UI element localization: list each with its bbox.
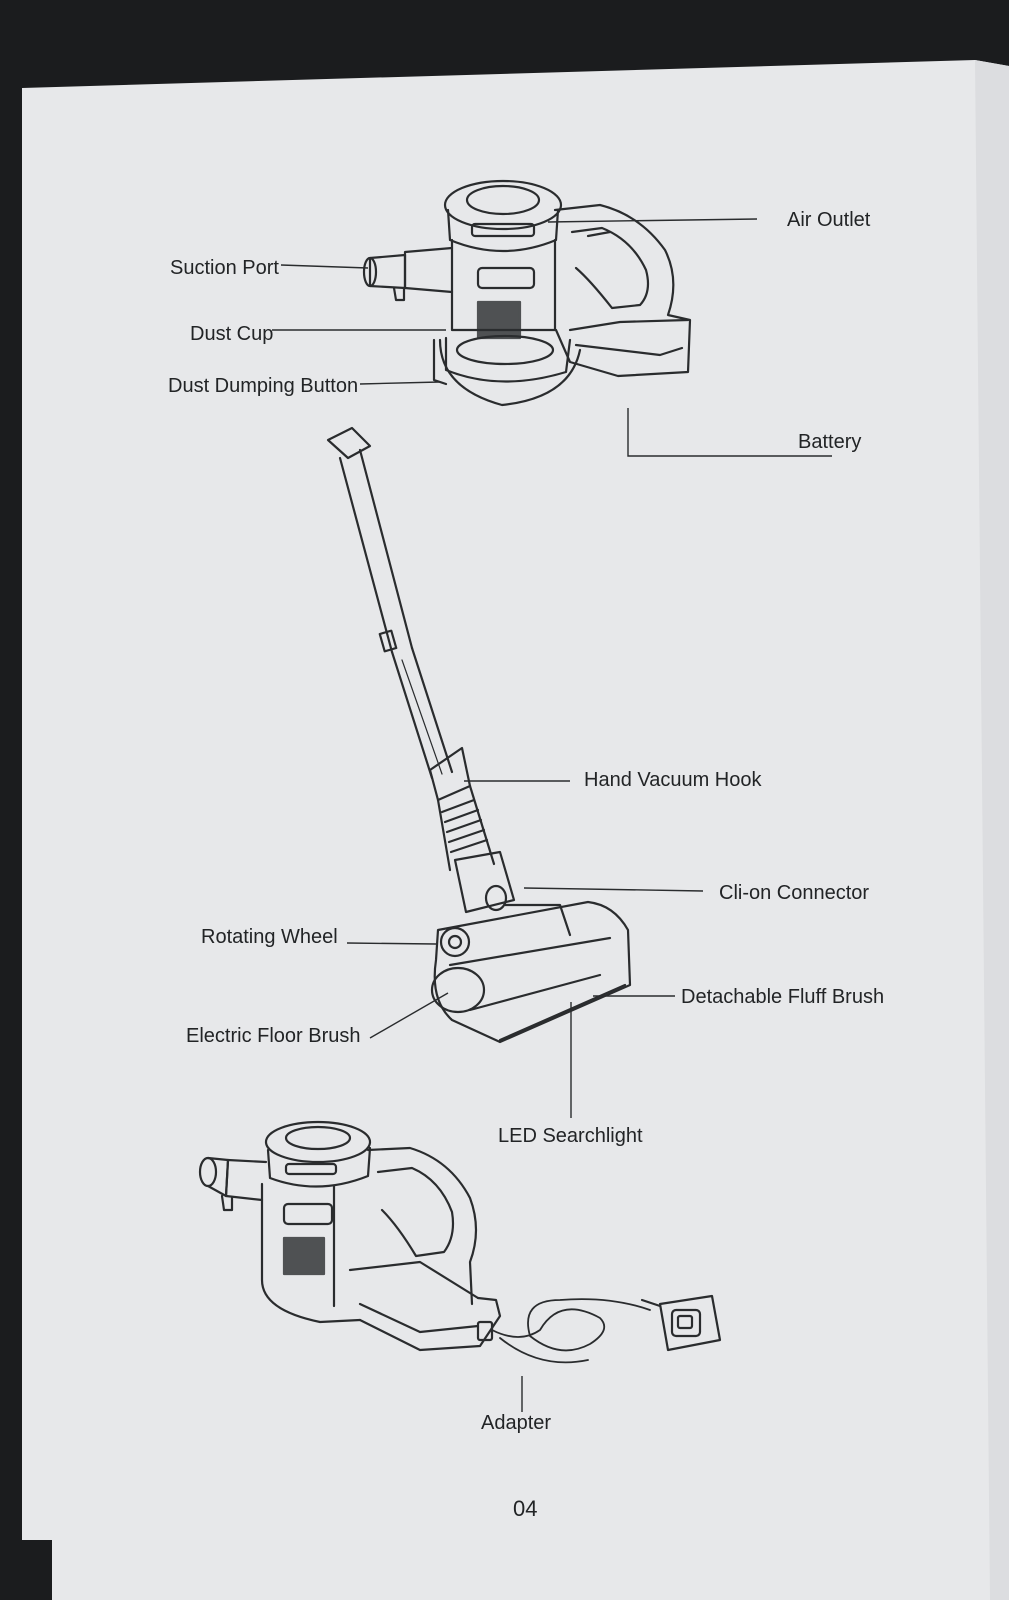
stick-vacuum-illustration — [326, 426, 632, 1044]
label-suction-port: Suction Port — [170, 257, 279, 279]
label-led-searchlight: LED Searchlight — [498, 1125, 643, 1147]
label-detachable-fluff-brush: Detachable Fluff Brush — [681, 986, 885, 1008]
handheld-unit-illustration — [362, 179, 692, 407]
charging-unit-illustration — [198, 1120, 722, 1364]
label-adapter: Adapter — [481, 1412, 552, 1434]
page-number: 04 — [513, 1496, 538, 1521]
label-battery: Battery — [798, 431, 862, 453]
paper-sheet — [22, 60, 1009, 1600]
callout-lines-middle — [346, 780, 704, 1118]
label-air-outlet: Air Outlet — [787, 209, 871, 231]
label-dust-dumping-button: Dust Dumping Button — [168, 375, 359, 397]
label-clip-on-connector: Cli-on Connector — [719, 882, 870, 904]
paper-shadow — [975, 60, 1009, 1600]
label-hand-vacuum-hook: Hand Vacuum Hook — [584, 769, 762, 791]
callout-lines-top — [272, 218, 832, 457]
label-electric-floor-brush: Electric Floor Brush — [186, 1025, 361, 1047]
label-dust-cup: Dust Cup — [190, 323, 274, 345]
label-rotating-wheel: Rotating Wheel — [201, 926, 338, 948]
